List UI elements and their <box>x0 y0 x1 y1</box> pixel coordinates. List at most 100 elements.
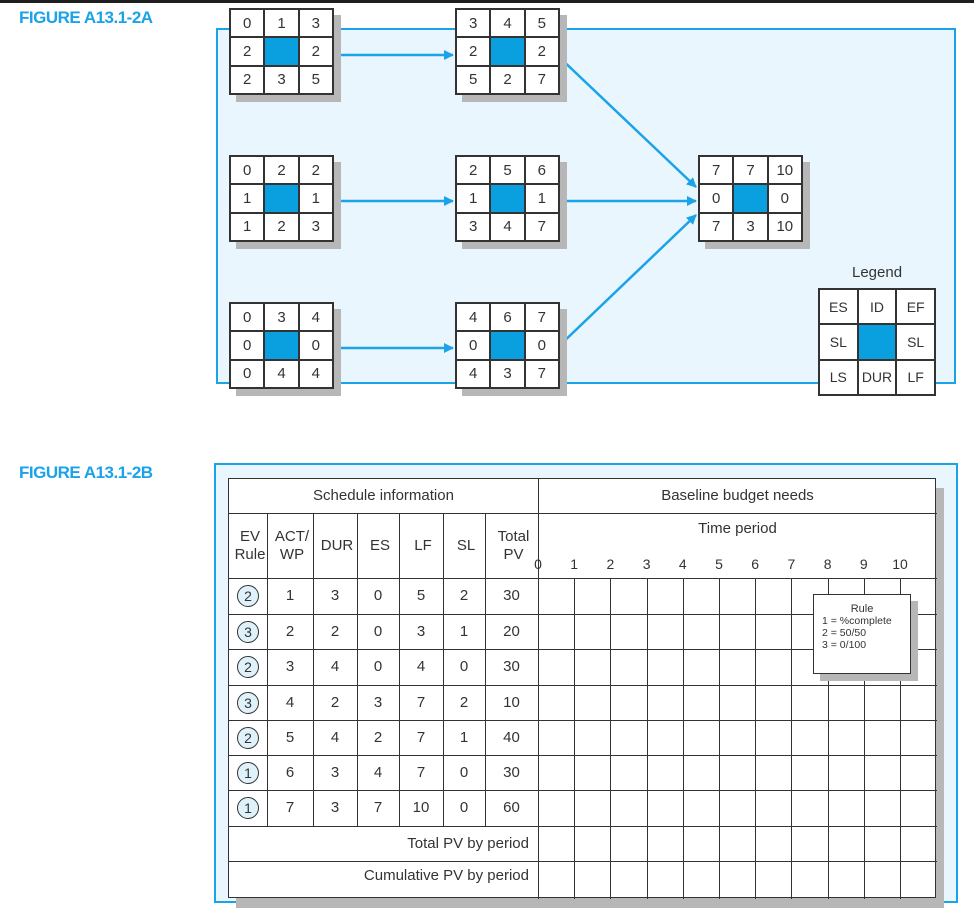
node-activity-2: 3 4 5 2 2 5 2 7 <box>455 8 567 102</box>
node-cell: 3 <box>456 212 491 241</box>
node-cell: 1 <box>230 212 265 241</box>
col-header-lf: LF <box>414 536 432 554</box>
table-gridline <box>538 479 539 899</box>
node-cell: 7 <box>524 212 559 241</box>
row-cell-es: 7 <box>373 799 383 816</box>
table-gridline <box>443 513 444 826</box>
schedule-table: Schedule information Baseline budget need… <box>228 478 937 899</box>
table-gridline <box>828 578 829 899</box>
rule-circle: 2 <box>237 585 259 607</box>
rule-line-3: 3 = 0/100 <box>822 639 867 651</box>
period-label: 1 <box>570 556 579 572</box>
legend-cell-sl-left: SL <box>819 324 858 360</box>
node-cell: 4 <box>298 303 333 332</box>
row-cell-sl: 2 <box>459 587 469 604</box>
row-cell-act: 5 <box>285 728 295 746</box>
node-cell: 2 <box>456 156 491 185</box>
period-label: 10 <box>892 556 908 572</box>
legend-cell-ef: EF <box>896 289 935 325</box>
ev-rule-cell: 1 <box>229 790 267 826</box>
table-gridline <box>647 578 648 899</box>
rule-circle: 2 <box>237 726 259 749</box>
network-panel-right-edge <box>954 28 956 384</box>
node-cell: 4 <box>456 359 491 388</box>
node-cell: 0 <box>230 303 265 332</box>
node-cell: 5 <box>490 156 525 185</box>
col-header-dur: DUR <box>320 536 354 554</box>
row-cell-es: 0 <box>373 658 383 675</box>
period-label: 3 <box>642 556 651 572</box>
node-cell: 2 <box>298 37 333 66</box>
ev-rule-cell: 2 <box>229 649 267 685</box>
node-cell: 10 <box>767 212 802 241</box>
row-cell-sl: 1 <box>459 728 469 746</box>
rule-circle: 2 <box>237 656 259 678</box>
rule-circle: 3 <box>237 620 259 643</box>
row-cell-pv: 40 <box>503 728 520 746</box>
node-cell: 0 <box>230 9 265 38</box>
node-activity-5: 0 3 4 0 0 0 4 4 <box>229 302 341 396</box>
node-cell: 2 <box>264 156 299 185</box>
cumulative-pv-label: Cumulative PV by period <box>363 867 529 884</box>
row-cell-sl: 0 <box>459 658 469 675</box>
col-header-sl: SL <box>456 536 476 554</box>
row-cell-act: 2 <box>285 622 295 640</box>
row-cell-es: 2 <box>373 728 383 746</box>
schedule-header: Schedule information <box>313 487 454 504</box>
legend-cell-sl-right: SL <box>896 324 935 360</box>
row-cell-act: 1 <box>285 587 295 604</box>
node-activity-3: 0 2 2 1 1 1 2 3 <box>229 155 341 249</box>
node-cell: 3 <box>264 65 299 94</box>
node-activity-1: 0 1 3 2 2 2 3 5 <box>229 8 341 102</box>
table-gridline <box>610 578 611 899</box>
node-cell: 3 <box>264 303 299 332</box>
node-cell: 5 <box>456 65 491 94</box>
node-cell: 3 <box>298 212 333 241</box>
node-cell: 3 <box>456 9 491 38</box>
row-cell-sl: 1 <box>459 622 469 640</box>
node-cell: 3 <box>490 359 525 388</box>
table-gridline <box>229 790 937 791</box>
node-cell: 6 <box>490 303 525 332</box>
node-activity-4: 2 5 6 1 1 3 4 7 <box>455 155 567 249</box>
row-cell-act: 7 <box>285 799 295 816</box>
row-cell-es: 3 <box>373 693 383 711</box>
node-cell: 2 <box>298 156 333 185</box>
arrow-n6-n7 <box>556 214 697 349</box>
node-activity-7: 7 7 10 0 0 7 3 10 <box>698 155 810 249</box>
budget-header: Baseline budget needs <box>661 487 814 504</box>
node-cell: 1 <box>456 184 491 213</box>
node-cell: 0 <box>230 156 265 185</box>
node-cell: 4 <box>298 359 333 388</box>
node-center <box>733 184 768 213</box>
node-center <box>490 331 525 360</box>
col-header-es: ES <box>369 536 390 554</box>
ev-rule-cell: 3 <box>229 614 267 649</box>
node-cell: 1 <box>298 184 333 213</box>
row-cell-es: 0 <box>373 587 383 604</box>
network-arrows <box>331 50 697 353</box>
node-cell: 4 <box>456 303 491 332</box>
row-cell-lf: 7 <box>416 763 426 781</box>
node-cell: 2 <box>524 37 559 66</box>
table-gridline <box>229 513 937 514</box>
table-gridline <box>719 578 720 899</box>
node-cell: 5 <box>524 9 559 38</box>
node-cell: 1 <box>264 9 299 38</box>
node-cell: 2 <box>456 37 491 66</box>
period-label: 4 <box>678 556 687 572</box>
node-cell: 0 <box>699 184 734 213</box>
node-cell: 1 <box>230 184 265 213</box>
period-label: 9 <box>859 556 868 572</box>
row-cell-pv: 30 <box>503 587 520 604</box>
arrow-n2-n7 <box>556 54 697 188</box>
row-cell-lf: 3 <box>416 622 426 640</box>
legend-cell-ls: LS <box>819 359 858 395</box>
period-label: 6 <box>751 556 760 572</box>
node-cell: 7 <box>733 156 768 185</box>
node-cell: 5 <box>298 65 333 94</box>
row-cell-es: 0 <box>373 622 383 640</box>
rule-circle: 1 <box>237 797 259 819</box>
row-cell-sl: 0 <box>459 763 469 781</box>
row-cell-es: 4 <box>373 763 383 781</box>
